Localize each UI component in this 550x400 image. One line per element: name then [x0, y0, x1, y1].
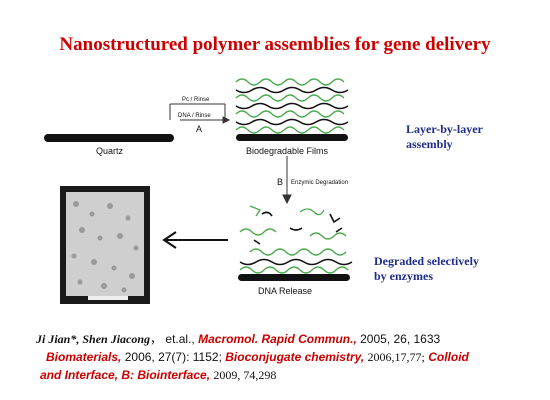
step-b-arrow — [282, 156, 292, 205]
dna-release-label: DNA Release — [258, 286, 313, 296]
pc-rinse-label: Pc / Rinse — [182, 97, 210, 103]
citation-line-2: Biomaterials, 2006, 27(7): 1152; Bioconj… — [46, 348, 469, 366]
citation-line-3: and Interface, B: Biointerface, 2009, 74… — [40, 366, 276, 384]
degraded-line-2: by enzymes — [374, 269, 433, 283]
authors: Ji Jian*, Shen Jiacong — [36, 332, 151, 346]
journal-macromol: Macromol. Rapid Commun., — [198, 332, 357, 346]
tem-micrograph — [60, 186, 150, 304]
journal-bioconjugate-ref: 2006,17,77; — [367, 350, 425, 364]
biodegradable-film-stack — [235, 78, 349, 141]
slide-title: Nanostructured polymer assemblies for ge… — [59, 34, 491, 55]
citation-line-1: Ji Jian*, Shen Jiacong， et.al., Macromol… — [36, 330, 440, 348]
et-al: et.al., — [165, 332, 195, 346]
degraded-label: Degraded selectively by enzymes — [374, 254, 479, 284]
step-b-label: B — [277, 177, 284, 187]
journal-biomaterials-ref: 2006, 27(7): 1152; — [124, 350, 222, 364]
enzymic-degradation-label: Enzymic Degradation — [291, 180, 349, 186]
layer-by-layer-label: Layer-by-layer assembly — [406, 122, 483, 152]
step-a-label: A — [196, 124, 203, 134]
degraded-film-stack — [238, 205, 353, 281]
layer-by-layer-line-2: assembly — [406, 137, 453, 151]
quartz-label: Quartz — [96, 146, 124, 156]
layer-by-layer-line-1: Layer-by-layer — [406, 122, 483, 136]
degraded-line-1: Degraded selectively — [374, 254, 479, 268]
quartz-substrate — [44, 134, 174, 142]
journal-colloid-a: Colloid — [428, 350, 469, 364]
dna-rinse-label: DNA / Rinse — [178, 113, 211, 119]
left-arrow — [162, 231, 228, 249]
step-a-arrow — [169, 103, 231, 124]
journal-macromol-ref: 2005, 26, 1633 — [360, 332, 441, 346]
biodegradable-films-label: Biodegradable Films — [246, 146, 329, 156]
journal-colloid-b: and Interface, B: Biointerface, — [40, 368, 211, 382]
authors-separator: ， — [150, 332, 163, 346]
journal-bioconjugate: Bioconjugate chemistry, — [225, 350, 365, 364]
journal-colloid-ref: 2009, 74,298 — [213, 368, 277, 382]
journal-biomaterials: Biomaterials, — [46, 350, 122, 364]
